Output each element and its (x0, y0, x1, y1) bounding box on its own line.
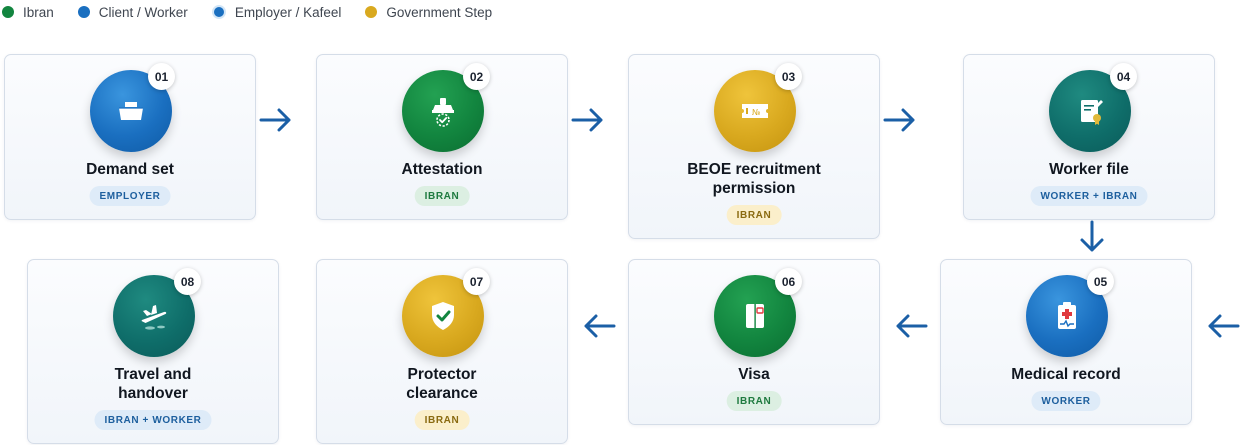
step-title: Attestation (401, 161, 483, 178)
legend-dot-icon (211, 5, 226, 19)
step-card-05[interactable]: 05 Medical record WORKER (940, 259, 1192, 425)
step-card-01[interactable]: 01 Demand set EMPLOYER (4, 54, 256, 220)
arrow-left-icon (896, 314, 928, 338)
step-title: Travel and handover (114, 366, 192, 402)
step-card-07[interactable]: 07 Protector clearance IBRAN (316, 259, 568, 444)
legend-label: Client / Worker (98, 4, 188, 20)
step-badge: WORKER + IBRAN (1030, 186, 1148, 206)
arrow-right-icon (571, 108, 603, 132)
legend-item-client-worker: Client / Worker (77, 4, 188, 20)
step-card-04[interactable]: 04 Worker file WORKER + IBRAN (963, 54, 1215, 220)
legend-item-government-step: Government Step (365, 5, 492, 20)
step-badge: IBRAN (414, 410, 470, 430)
legend-dot-icon (2, 6, 14, 18)
stamp-icon (432, 98, 454, 127)
step-badge: IBRAN (726, 391, 782, 411)
step-badge: IBRAN + WORKER (94, 410, 212, 430)
step-title: Worker file (1049, 161, 1129, 178)
legend-item-employer-kafeel: Employer / Kafeel (211, 4, 342, 20)
step-card-06[interactable]: 06 Visa IBRAN (628, 259, 880, 425)
step-card-02[interactable]: 02 Attestation IBRAN (316, 54, 568, 220)
arrow-right-icon (883, 108, 915, 132)
medical-icon (1058, 302, 1076, 329)
step-title: Demand set (86, 161, 174, 178)
shield-check-icon (432, 302, 454, 330)
legend-dot-icon (77, 6, 90, 18)
step-badge: EMPLOYER (89, 186, 171, 206)
step-number: 01 (148, 63, 175, 90)
legend-label: Government Step (386, 4, 493, 20)
tray-icon (119, 102, 143, 120)
certificate-icon (1081, 100, 1103, 125)
arrow-left-icon (584, 314, 616, 338)
step-title: Visa (738, 366, 770, 383)
arrow-right-icon (259, 108, 291, 132)
passport-icon (746, 304, 764, 328)
svg-text:№: № (752, 108, 761, 117)
legend-label: Ibran (23, 4, 54, 20)
step-number: 04 (1110, 63, 1137, 90)
step-card-08[interactable]: 08 Travel and handover IBRAN + WORKER (27, 259, 279, 444)
step-badge: WORKER (1031, 391, 1101, 411)
step-card-03[interactable]: № 03 BEOE recruitment permission IBRAN (628, 54, 880, 239)
step-number: 03 (775, 63, 802, 90)
plane-departure-icon (141, 305, 167, 330)
legend-label: Employer / Kafeel (234, 4, 342, 20)
arrow-left-icon (1208, 314, 1240, 338)
step-badge: IBRAN (414, 186, 470, 206)
legend-dot-icon (365, 6, 378, 18)
step-badge: IBRAN (726, 205, 782, 225)
step-number: 06 (775, 268, 802, 295)
step-title: Protector clearance (406, 366, 478, 402)
step-number: 08 (174, 268, 201, 295)
arrow-down-icon (1080, 220, 1104, 252)
legend: Ibran Client / Worker Employer / Kafeel … (2, 3, 516, 21)
ticket-icon: № (742, 104, 768, 118)
legend-item-ibran: Ibran (2, 5, 54, 20)
step-number: 02 (463, 63, 490, 90)
step-number: 07 (463, 268, 490, 295)
step-title: BEOE recruitment permission (687, 161, 821, 197)
step-title: Medical record (1011, 366, 1121, 383)
step-number: 05 (1087, 268, 1114, 295)
